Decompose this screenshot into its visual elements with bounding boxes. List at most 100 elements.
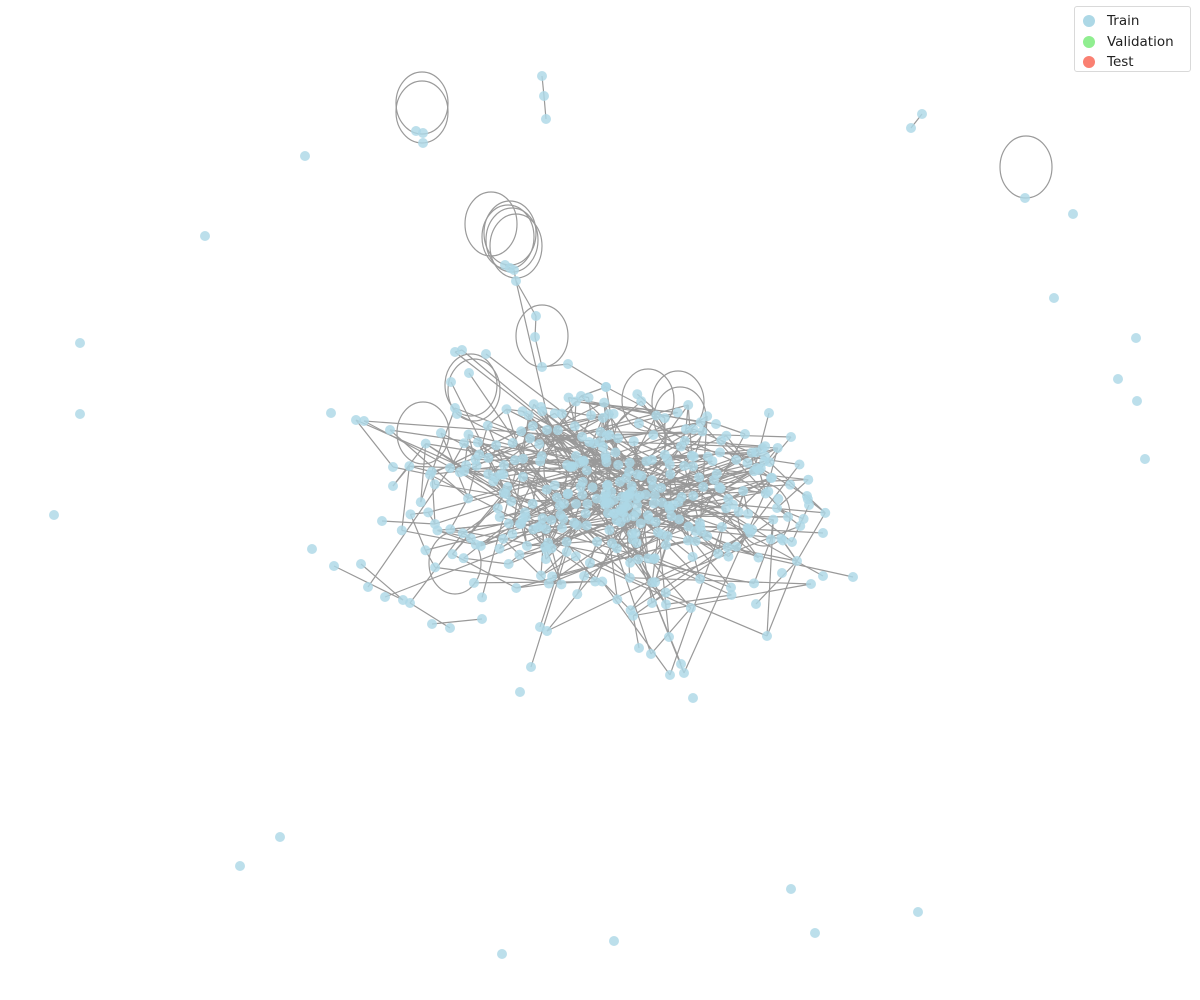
- node-train-327: [777, 535, 788, 546]
- node-train-276: [646, 474, 657, 485]
- node-train-288: [725, 582, 736, 593]
- node-train-70: [581, 520, 592, 531]
- node-train-292: [715, 483, 726, 494]
- node-train-13: [501, 404, 512, 415]
- edge-351: [449, 498, 469, 530]
- node-train-295: [459, 438, 470, 449]
- node-train-247: [516, 426, 527, 437]
- edge-449: [495, 444, 563, 529]
- node-train-290: [420, 545, 431, 556]
- node-train-189: [429, 479, 440, 490]
- node-train-153: [432, 525, 443, 536]
- node-train-257: [647, 597, 658, 608]
- self-loop-10: [447, 358, 501, 422]
- edge-477: [516, 539, 689, 589]
- node-train-390: [457, 345, 467, 355]
- edge-558: [534, 336, 543, 368]
- node-train-398: [509, 265, 519, 275]
- edge-426: [401, 466, 410, 531]
- edge-538: [715, 423, 746, 435]
- node-train-121: [503, 518, 514, 529]
- node-train-199: [546, 514, 557, 525]
- node-train-317: [527, 498, 538, 509]
- edge-513: [683, 477, 773, 674]
- node-train-2: [613, 433, 624, 444]
- node-train-412: [497, 949, 507, 959]
- node-train-334: [656, 529, 667, 540]
- node-train-385: [711, 419, 721, 429]
- node-train-228: [534, 439, 545, 450]
- edge-488: [355, 419, 508, 488]
- edge-480: [477, 441, 612, 493]
- node-train-373: [848, 572, 858, 582]
- node-train-357: [515, 687, 525, 697]
- node-train-335: [472, 437, 483, 448]
- node-train-421: [1132, 396, 1142, 406]
- node-train-382: [786, 432, 796, 442]
- edge-524: [766, 560, 798, 637]
- node-train-198: [578, 455, 589, 466]
- node-train-264: [503, 558, 514, 569]
- node-train-376: [787, 537, 797, 547]
- node-train-309: [636, 470, 647, 481]
- node-train-413: [609, 936, 619, 946]
- node-train-349: [356, 559, 366, 569]
- node-train-216: [628, 436, 639, 447]
- node-train-175: [579, 570, 590, 581]
- node-train-131: [753, 552, 764, 563]
- node-train-85: [556, 408, 567, 419]
- node-train-123: [549, 408, 560, 419]
- node-train-322: [571, 498, 582, 509]
- edge-217: [681, 496, 751, 534]
- node-train-234: [597, 576, 608, 587]
- node-train-193: [521, 540, 532, 551]
- node-train-418: [1049, 293, 1059, 303]
- node-train-192: [541, 524, 552, 535]
- node-train-248: [601, 457, 612, 468]
- node-train-380: [766, 473, 776, 483]
- node-train-287: [423, 507, 434, 518]
- node-train-315: [640, 489, 651, 500]
- node-train-358: [526, 662, 536, 672]
- node-train-225: [598, 441, 609, 452]
- node-train-395: [452, 409, 462, 419]
- edge-303: [463, 557, 509, 565]
- node-train-213: [733, 506, 744, 517]
- legend: Train Validation Test: [1074, 6, 1191, 72]
- node-train-217: [527, 420, 538, 431]
- node-train-244: [679, 435, 690, 446]
- node-train-164: [577, 489, 588, 500]
- node-train-302: [746, 447, 757, 458]
- node-train-108: [447, 549, 458, 560]
- edge-446: [409, 514, 426, 551]
- node-train-134: [415, 497, 426, 508]
- node-train-283: [546, 543, 557, 554]
- edge-51: [650, 607, 692, 655]
- node-train-324: [570, 551, 581, 562]
- edge-528: [760, 467, 808, 497]
- node-train-55: [647, 577, 658, 588]
- edge-503: [431, 618, 483, 625]
- node-train-246: [635, 518, 646, 529]
- node-train-218: [688, 461, 699, 472]
- node-train-95: [794, 459, 805, 470]
- node-train-353: [405, 598, 415, 608]
- node-train-364: [676, 659, 686, 669]
- edge-447: [665, 594, 732, 605]
- node-train-178: [611, 543, 622, 554]
- self-loop-6: [481, 204, 535, 270]
- node-train-170: [690, 536, 701, 547]
- edge-427: [529, 437, 778, 449]
- node-train-393: [446, 377, 456, 387]
- node-train-281: [760, 488, 771, 499]
- node-train-388: [536, 402, 546, 412]
- node-train-261: [468, 577, 479, 588]
- node-train-269: [713, 548, 724, 559]
- node-train-372: [818, 571, 828, 581]
- node-train-50: [702, 411, 713, 422]
- node-train-362: [646, 649, 656, 659]
- node-train-254: [773, 493, 784, 504]
- node-train-117: [659, 449, 670, 460]
- node-train-267: [543, 578, 554, 589]
- node-train-270: [695, 573, 706, 584]
